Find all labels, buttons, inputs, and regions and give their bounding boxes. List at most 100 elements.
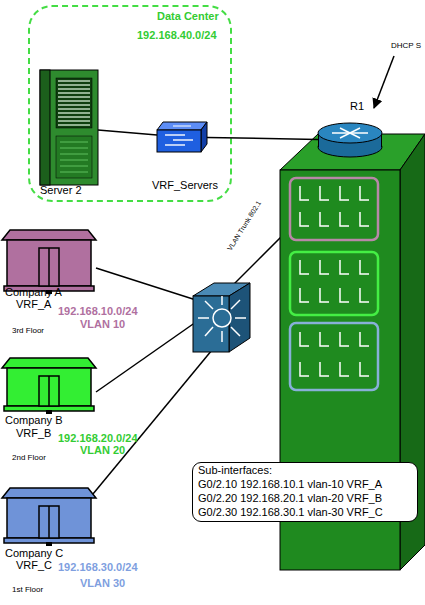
- server-slot: [58, 96, 90, 97]
- desk-glyph: [340, 212, 349, 226]
- switch-arrow: [221, 296, 223, 305]
- desk-glyph: [360, 212, 369, 226]
- house-door-split: [48, 506, 50, 538]
- node-label: VLAN 10: [80, 318, 125, 331]
- node-label: 1st Floor: [12, 585, 43, 594]
- node-label: Server 2: [40, 184, 82, 197]
- network-link: [207, 137, 318, 139]
- node-label: 192.168.40.0/24: [137, 29, 217, 42]
- floor-panel: [290, 323, 378, 390]
- desk-glyph: [340, 186, 349, 200]
- desk-glyph: [340, 362, 349, 376]
- callout-arrow: [374, 56, 394, 108]
- desk-glyph: [320, 362, 329, 376]
- house-roof: [2, 230, 96, 240]
- house-roof: [2, 488, 96, 498]
- switch-outline: [157, 122, 207, 152]
- core-switch-side: [229, 283, 250, 352]
- server-slot: [58, 124, 90, 125]
- desk-glyph: [360, 362, 369, 376]
- switch-arrow: [173, 126, 191, 127]
- desk-glyph: [320, 288, 329, 302]
- desk-glyph: [340, 332, 349, 346]
- house-outline: [2, 230, 96, 292]
- house-step: [46, 410, 52, 414]
- access-link: [96, 268, 196, 300]
- desk-glyph: [320, 332, 329, 346]
- zone-box: Data Center 192.168.40.0/24Server 2 VRF_Se…: [28, 5, 232, 202]
- desk-glyph: [300, 186, 309, 200]
- router-node: R1: [318, 122, 382, 158]
- switch-front: [157, 130, 201, 152]
- server-outline: [40, 70, 98, 185]
- node-label: G0/2.10 192.168.10.1 vlan-10 VRF_A: [198, 478, 382, 491]
- server-panel: [56, 78, 92, 128]
- node-label: 192.168.30.0/24: [58, 561, 138, 574]
- house-wall: [7, 498, 91, 538]
- server-slot: [58, 92, 90, 93]
- server-slot: [60, 154, 88, 155]
- node-label: Data Center: [157, 10, 219, 23]
- node-label: VLAN 30: [80, 577, 125, 590]
- server-slot: [58, 80, 90, 81]
- switch-arrow: [173, 139, 193, 140]
- switch-node: VRF_Servers: [157, 122, 207, 152]
- node-label: 2nd Floor: [12, 453, 46, 462]
- house-roof: [2, 358, 96, 368]
- node-label: G0/2.30 192.168.30.1 vlan-30 VRF_C: [198, 506, 383, 519]
- desk-glyph: [360, 288, 369, 302]
- house-outline: [2, 358, 96, 412]
- company-house: Company AVRF_A192.168.10.0/24VLAN 103rd …: [2, 230, 96, 292]
- desk-glyph: [300, 212, 309, 226]
- node-label: 192.168.10.0/24: [58, 305, 138, 318]
- server-panel: [56, 136, 92, 178]
- node-label: VLAN 20: [80, 444, 125, 457]
- switch-arrow: [235, 317, 246, 319]
- switch-side: [201, 122, 207, 152]
- router-top: [318, 123, 382, 143]
- house-door-split: [48, 248, 50, 286]
- switch-arrow: [221, 331, 223, 342]
- house-door: [39, 248, 59, 286]
- switch-symbol: [213, 309, 231, 327]
- server-node: Server 2: [40, 70, 98, 185]
- switch-arrow: [231, 300, 240, 309]
- network-link: [98, 130, 157, 135]
- server-slot: [60, 160, 88, 161]
- desk-glyph: [340, 260, 349, 274]
- house-outline: [2, 488, 96, 544]
- house-wall: [7, 240, 91, 286]
- node-label: VRF_C: [16, 559, 52, 572]
- house-door-split: [48, 376, 50, 406]
- node-label: Company C: [5, 547, 63, 560]
- free-label: VLAN Trunk 802.1: [226, 199, 263, 252]
- switch-top: [157, 122, 207, 130]
- house-wall: [7, 368, 91, 406]
- switch-arrow: [231, 327, 240, 336]
- desk-glyph: [300, 362, 309, 376]
- house-step: [46, 542, 52, 546]
- node-label: Sub-interfaces:: [198, 464, 272, 477]
- desk-glyph: [360, 186, 369, 200]
- desk-glyph: [340, 288, 349, 302]
- switch-arrow: [205, 327, 213, 336]
- note-box: Sub-interfaces:G0/2.10 192.168.10.1 vlan…: [192, 462, 418, 522]
- node-label: VRF_A: [16, 298, 51, 311]
- server-slot: [58, 88, 90, 89]
- server-side: [40, 70, 50, 185]
- switch-arrow: [165, 134, 185, 135]
- free-label: DHCP S: [391, 41, 421, 50]
- server-slot: [60, 166, 88, 167]
- desk-glyph: [360, 332, 369, 346]
- node-label: 3rd Floor: [12, 326, 44, 335]
- desk-glyph: [300, 260, 309, 274]
- server-slot: [58, 112, 90, 113]
- router-arrow: [332, 132, 368, 134]
- switch-arrow: [165, 144, 185, 145]
- node-label: Company B: [5, 414, 62, 427]
- house-door: [39, 506, 59, 538]
- company-house: Company CVRF_C192.168.30.0/24VLAN 301st …: [2, 488, 96, 544]
- desk-glyph: [320, 186, 329, 200]
